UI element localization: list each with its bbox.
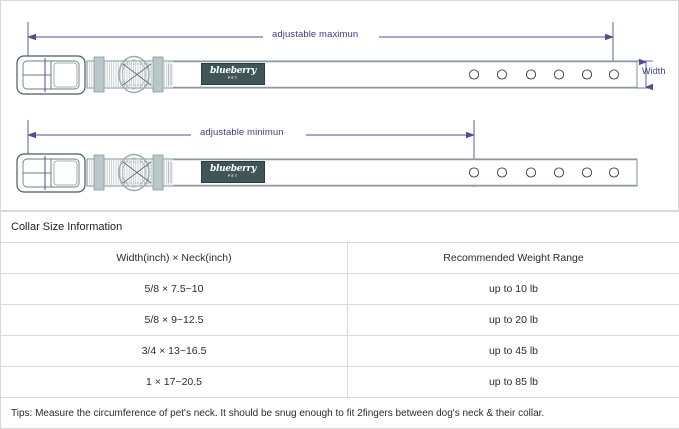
cell-size: 5/8 × 9~12.5 [1,305,348,336]
collar-diagram-panel: adjustable maximun adjustable minimun Wi… [0,0,679,211]
table-title: Collar Size Information [1,212,679,243]
collar-size-table: Collar Size Information Width(inch) × Ne… [0,211,679,429]
cell-weight: up to 20 lb [348,305,679,336]
tips-text: Tips: Measure the circumference of pet's… [1,398,679,429]
table-header-row: Width(inch) × Neck(inch) Recommended Wei… [1,243,679,274]
column-header-weight: Recommended Weight Range [348,243,679,274]
cell-weight: up to 45 lb [348,336,679,367]
table-row: 5/8 × 7.5~10 up to 10 lb [1,274,679,305]
collar-size-table-panel: Collar Size Information Width(inch) × Ne… [0,211,679,418]
width-dimension-label: Width [642,66,666,76]
table-title-row: Collar Size Information [1,212,679,243]
table-tips-row: Tips: Measure the circumference of pet's… [1,398,679,429]
collar-size-chart-page: adjustable maximun adjustable minimun Wi… [0,0,679,418]
bottom-collar-group [17,120,637,192]
brand-name: blueberry [210,67,256,76]
brand-subtitle: PET [228,77,238,81]
table-row: 1 × 17~20.5 up to 85 lb [1,367,679,398]
adjustable-minimum-label: adjustable minimun [197,127,287,138]
table-row: 5/8 × 9~12.5 up to 20 lb [1,305,679,336]
brand-subtitle: PET [228,175,238,179]
column-header-size: Width(inch) × Neck(inch) [1,243,348,274]
brand-tag-top-collar: blueberry PET [201,63,265,85]
table-row: 3/4 × 13~16.5 up to 45 lb [1,336,679,367]
cell-weight: up to 85 lb [348,367,679,398]
cell-size: 1 × 17~20.5 [1,367,348,398]
cell-size: 3/4 × 13~16.5 [1,336,348,367]
brand-tag-bottom-collar: blueberry PET [201,161,265,183]
brand-name: blueberry [210,165,256,174]
cell-weight: up to 10 lb [348,274,679,305]
adjustable-maximum-label: adjustable maximun [269,29,361,40]
cell-size: 5/8 × 7.5~10 [1,274,348,305]
